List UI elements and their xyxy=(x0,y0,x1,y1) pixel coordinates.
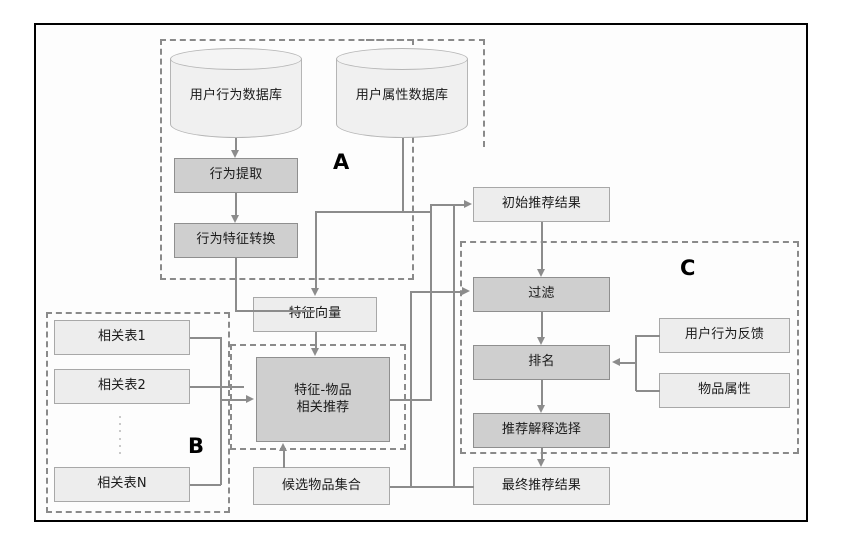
node-final-recommend-result[interactable]: 最终推荐结果 xyxy=(473,467,610,505)
cylinder-top xyxy=(170,48,302,70)
node-behavior-feature-transform[interactable]: 行为特征转换 xyxy=(174,223,298,258)
region-b-dashed-boundary xyxy=(46,312,230,513)
connector-extraction-to-transform xyxy=(235,193,237,215)
connector-filter-to-ranking xyxy=(541,312,543,337)
user-attribute-database: 用户属性数据库 xyxy=(336,48,468,138)
user-attribute-database-label: 用户属性数据库 xyxy=(355,87,449,103)
arrowhead-filter-in-left xyxy=(462,287,470,295)
region-c-dashed-boundary xyxy=(460,241,799,454)
cylinder-body xyxy=(336,59,468,138)
region-a-dashed-boundary xyxy=(160,39,414,280)
connector-tables-bus-to-core xyxy=(220,399,246,401)
connector-feedback-out xyxy=(636,335,660,337)
connector-table2-out xyxy=(190,386,244,388)
connector-initial-to-filter xyxy=(541,222,543,269)
connector-attributedb-left xyxy=(315,211,403,213)
user-behavior-database-label: 用户行为数据库 xyxy=(189,87,283,103)
connector-candidate-out-riser xyxy=(453,204,455,487)
user-behavior-database: 用户行为数据库 xyxy=(170,48,302,138)
connector-featurevector-to-core xyxy=(315,332,317,349)
connector-final-loop-riser xyxy=(410,291,412,487)
connector-transform-down xyxy=(235,258,237,311)
connector-candidate-to-core xyxy=(283,450,285,468)
arrowhead-initial-result-in xyxy=(464,200,472,208)
node-user-behavior-feedback[interactable]: 用户行为反馈 xyxy=(659,318,790,353)
connector-ranking-to-explanation xyxy=(541,380,543,405)
connector-itemattr-out xyxy=(636,390,660,392)
connector-attributedb-to-featurevector xyxy=(315,211,317,289)
connector-explanation-to-final xyxy=(541,448,543,460)
arrowhead-transform-in xyxy=(231,215,239,223)
node-initial-recommend-result[interactable]: 初始推荐结果 xyxy=(473,187,610,222)
node-explanation-selection[interactable]: 推荐解释选择 xyxy=(473,413,610,448)
diagram-outer-frame: A B C 用户行为数据库 用户属性数据库 行为提取 行为特征转换 特征向量 特… xyxy=(34,23,808,522)
related-tables-ellipsis xyxy=(118,416,122,454)
arrowhead-extraction-in xyxy=(231,150,239,158)
arrowhead-core-in-top xyxy=(311,348,319,356)
connector-final-loop-left xyxy=(410,486,474,488)
node-feature-item-recommend[interactable]: 特征-物品 相关推荐 xyxy=(256,357,390,442)
arrowhead-filter-in xyxy=(537,269,545,277)
node-feature-vector[interactable]: 特征向量 xyxy=(253,297,377,332)
node-candidate-item-set[interactable]: 候选物品集合 xyxy=(253,467,390,505)
connector-feedback-bus-to-ranking xyxy=(620,362,636,364)
connector-transform-right xyxy=(235,310,315,312)
node-ranking[interactable]: 排名 xyxy=(473,345,610,380)
node-behavior-extraction[interactable]: 行为提取 xyxy=(174,158,298,193)
region-a-dashed-extension xyxy=(366,39,485,147)
node-related-table-n[interactable]: 相关表N xyxy=(54,467,190,502)
arrowhead-ranking-in-right xyxy=(612,358,620,366)
node-filter[interactable]: 过滤 xyxy=(473,277,610,312)
cylinder-body xyxy=(170,59,302,138)
node-related-table-2[interactable]: 相关表2 xyxy=(54,369,190,404)
arrowhead-ranking-in xyxy=(537,337,545,345)
connector-initial-approach xyxy=(430,204,464,206)
connector-core-out-riser xyxy=(430,204,432,400)
connector-behaviordb-to-extraction xyxy=(235,138,237,151)
node-item-attribute[interactable]: 物品属性 xyxy=(659,373,790,408)
connector-final-loop-to-filter xyxy=(410,291,462,293)
node-related-table-1[interactable]: 相关表1 xyxy=(54,320,190,355)
connector-tablen-out xyxy=(190,484,221,486)
arrowhead-core-in-bottom xyxy=(279,443,287,451)
connector-attributedb-down xyxy=(402,138,404,212)
connector-attributedb-to-initial-h xyxy=(402,211,431,213)
region-a-label: A xyxy=(333,150,350,174)
arrowhead-core-in-left xyxy=(246,395,254,403)
region-c-label: C xyxy=(680,256,696,280)
region-b-label: B xyxy=(188,434,205,458)
arrowhead-feature-vector-in xyxy=(311,288,319,296)
connector-table1-out xyxy=(190,337,221,339)
region-core-dashed-boundary xyxy=(230,344,406,450)
cylinder-top xyxy=(336,48,468,70)
connector-tables-bus xyxy=(220,337,222,485)
arrowhead-explanation-in xyxy=(537,405,545,413)
arrowhead-final-result-in xyxy=(537,459,545,467)
